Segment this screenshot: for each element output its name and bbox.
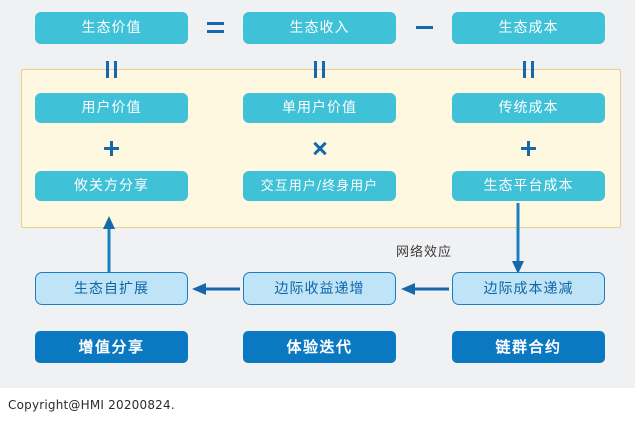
equation-box-ecological-revenue[interactable]: 生态收入	[243, 12, 396, 44]
network-effect-annotation: 网络效应	[396, 245, 453, 260]
copyright-text: Copyright@HMI 20200824.	[8, 398, 175, 412]
effect-box-decreasing-marginal-cost[interactable]: 边际成本递减	[452, 272, 605, 305]
equals-operator-icon	[207, 22, 224, 33]
panel-box-traditional-cost[interactable]: 传统成本	[452, 93, 605, 123]
equation-box-ecological-value[interactable]: 生态价值	[35, 12, 188, 44]
double-bar-connector-right-icon	[523, 61, 534, 78]
effect-box-increasing-marginal-revenue[interactable]: 边际收益递增	[243, 272, 396, 305]
double-bar-connector-left-icon	[106, 61, 117, 78]
arrow-left-right-to-middle	[401, 281, 449, 297]
panel-box-platform-cost[interactable]: 生态平台成本	[452, 171, 605, 201]
times-operator-center-icon	[312, 141, 327, 156]
outcome-box-value-added-sharing[interactable]: 增值分享	[35, 331, 188, 363]
panel-box-stakeholder-sharing[interactable]: 攸关方分享	[35, 171, 188, 201]
arrow-up-to-panel	[99, 216, 119, 274]
double-bar-connector-center-icon	[314, 61, 325, 78]
minus-operator-icon	[416, 26, 433, 30]
panel-box-user-value[interactable]: 用户价值	[35, 93, 188, 123]
effect-box-self-expansion[interactable]: 生态自扩展	[35, 272, 188, 305]
panel-box-interactive-lifetime-user[interactable]: 交互用户/终身用户	[243, 171, 396, 201]
arrow-down-from-panel	[508, 203, 528, 274]
plus-operator-left-icon	[104, 141, 119, 156]
plus-operator-right-icon	[521, 141, 536, 156]
equation-box-ecological-cost[interactable]: 生态成本	[452, 12, 605, 44]
outcome-box-chain-group-contract[interactable]: 链群合约	[452, 331, 605, 363]
panel-box-single-user-value[interactable]: 单用户价值	[243, 93, 396, 123]
arrow-left-middle-to-left	[192, 281, 240, 297]
outcome-box-experience-iteration[interactable]: 体验迭代	[243, 331, 396, 363]
